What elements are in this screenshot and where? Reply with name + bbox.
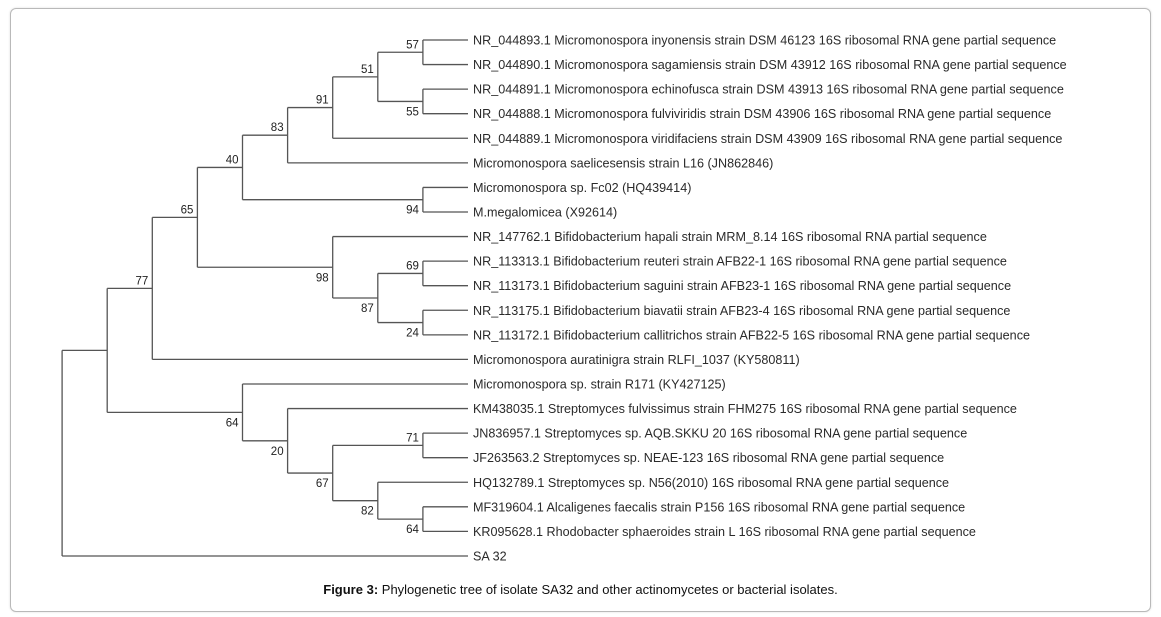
bootstrap-value: 67: [316, 478, 329, 490]
caption-label: Figure 3:: [323, 582, 379, 597]
taxon-label: NR_113173.1 Bifidobacterium saguini stra…: [473, 279, 1011, 293]
taxon-label: Micromonospora sp. Fc02 (HQ439414): [473, 181, 691, 195]
bootstrap-value: 65: [181, 204, 194, 216]
bootstrap-value: 57: [406, 39, 419, 51]
taxon-label: NR_044888.1 Micromonospora fulviviridis …: [473, 107, 1051, 121]
bootstrap-value: 94: [406, 205, 419, 217]
taxon-label: Micromonospora sp. strain R171 (KY427125…: [473, 377, 726, 391]
figure-caption: Figure 3: Phylogenetic tree of isolate S…: [0, 582, 1161, 597]
taxon-label: Micromonospora saelicesensis strain L16 …: [473, 156, 773, 170]
bootstrap-value: 82: [361, 506, 374, 518]
taxon-label: NR_113172.1 Bifidobacterium callitrichos…: [473, 328, 1030, 342]
taxon-label: KM438035.1 Streptomyces fulvissimus stra…: [473, 402, 1017, 416]
taxon-label: HQ132789.1 Streptomyces sp. N56(2010) 16…: [473, 476, 949, 490]
bootstrap-value: 87: [361, 303, 374, 315]
bootstrap-value: 83: [271, 122, 284, 134]
bootstrap-value: 24: [406, 328, 419, 340]
bootstrap-value: 71: [406, 432, 419, 444]
taxon-label: NR_044889.1 Micromonospora viridifaciens…: [473, 132, 1062, 146]
bootstrap-value: 40: [226, 154, 239, 166]
taxon-label: JN836957.1 Streptomyces sp. AQB.SKKU 20 …: [473, 427, 967, 441]
caption-text: Phylogenetic tree of isolate SA32 and ot…: [378, 582, 838, 597]
figure-frame: [10, 8, 1151, 612]
taxon-label: NR_044893.1 Micromonospora inyonensis st…: [473, 34, 1056, 48]
taxon-label: JF263563.2 Streptomyces sp. NEAE-123 16S…: [473, 451, 944, 465]
taxon-label: NR_044891.1 Micromonospora echinofusca s…: [473, 83, 1064, 97]
bootstrap-value: 98: [316, 272, 329, 284]
bootstrap-value: 64: [406, 524, 419, 536]
taxon-label: M.megalomicea (X92614): [473, 205, 617, 219]
bootstrap-value: 64: [226, 417, 239, 429]
bootstrap-value: 51: [361, 64, 374, 76]
taxon-label: Micromonospora auratinigra strain RLFI_1…: [473, 353, 800, 367]
bootstrap-value: 69: [406, 260, 419, 272]
taxon-label: NR_147762.1 Bifidobacterium hapali strai…: [473, 230, 987, 244]
taxon-label: NR_113175.1 Bifidobacterium biavatii str…: [473, 304, 1010, 318]
bootstrap-value: 55: [406, 106, 419, 118]
bootstrap-value: 77: [136, 275, 149, 287]
taxon-label: NR_113313.1 Bifidobacterium reuteri stra…: [473, 255, 1007, 269]
bootstrap-value: 91: [316, 95, 329, 107]
taxon-label: SA 32: [473, 549, 507, 563]
taxon-label: NR_044890.1 Micromonospora sagamiensis s…: [473, 58, 1067, 72]
bootstrap-value: 20: [271, 446, 284, 458]
taxon-label: KR095628.1 Rhodobacter sphaeroides strai…: [473, 525, 976, 539]
taxon-label: MF319604.1 Alcaligenes faecalis strain P…: [473, 500, 965, 514]
